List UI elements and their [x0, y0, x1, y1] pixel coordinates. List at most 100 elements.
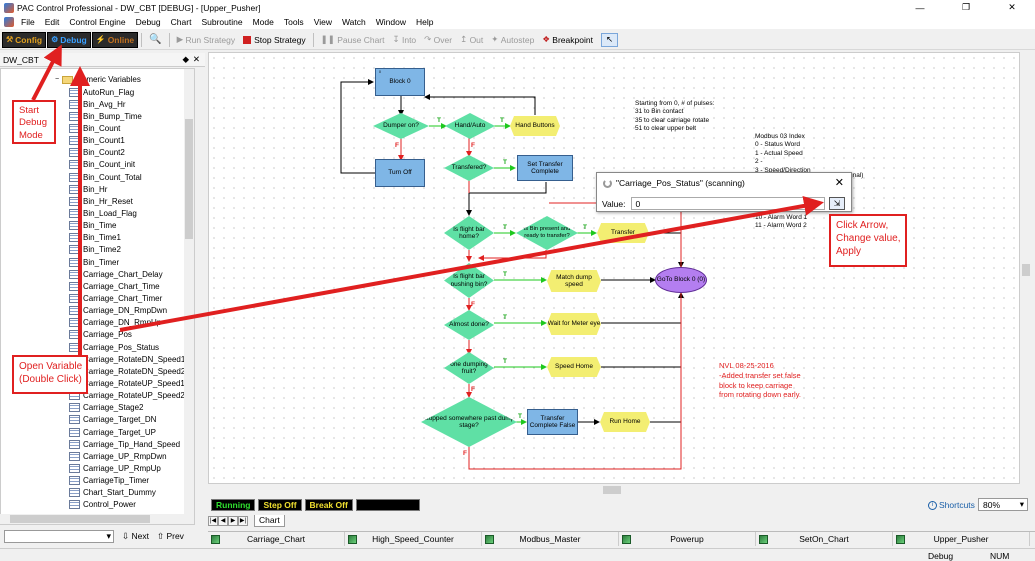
- next-tab-icon[interactable]: ▶: [228, 515, 238, 526]
- config-mode-button[interactable]: ⚒Config: [2, 31, 47, 48]
- transfer-block[interactable]: Transfer: [597, 223, 649, 243]
- tree-item[interactable]: Carriage_Chart_Delay: [69, 268, 185, 280]
- prev-tab-icon[interactable]: ◀: [218, 515, 228, 526]
- tree-item[interactable]: Bin_Hr_Reset: [69, 195, 185, 207]
- run-home-block[interactable]: Run Home: [600, 412, 650, 432]
- tree-item[interactable]: Carriage_Chart_Time: [69, 280, 185, 292]
- tree-item[interactable]: Bin_Time2: [69, 244, 185, 256]
- tree-item[interactable]: Control_Power: [69, 499, 185, 511]
- tree-item[interactable]: Carriage_DN_RmpDwn: [69, 305, 185, 317]
- menu-tools[interactable]: Tools: [283, 17, 304, 27]
- hand-buttons-block[interactable]: Hand Buttons: [510, 116, 560, 136]
- step-into-button[interactable]: ↧ Into: [389, 32, 421, 48]
- chart-tab-upper-pusher[interactable]: Upper_Pusher: [893, 532, 1030, 546]
- tree-item[interactable]: Chart_Start_Dummy: [69, 487, 185, 499]
- tree-item[interactable]: AutoRun_Flag: [69, 86, 185, 98]
- run-strategy-button[interactable]: ▶ Run Strategy: [173, 32, 240, 48]
- prev-button[interactable]: ⇧ Prev: [156, 530, 184, 541]
- tree-item[interactable]: Carriage_UP_RmpUp: [69, 462, 185, 474]
- menu-chart[interactable]: Chart: [170, 17, 192, 27]
- tree-item[interactable]: Carriage_Chart_Timer: [69, 292, 185, 304]
- breakpoint-button[interactable]: ❖ Breakpoint: [538, 32, 597, 48]
- restore-icon[interactable]: ❐: [961, 2, 971, 12]
- speed-home-block[interactable]: Speed Home: [547, 357, 601, 377]
- debug-mode-button[interactable]: ⚙Debug: [47, 31, 91, 48]
- tree-item[interactable]: CarriageTip_Timer: [69, 475, 185, 487]
- tree-vertical-scrollbar[interactable]: [184, 69, 194, 524]
- tree-item[interactable]: Carriage_Pos: [69, 329, 185, 341]
- chart-tab-seton-chart[interactable]: SetOn_Chart: [756, 532, 893, 546]
- next-button[interactable]: ⇩ Next: [122, 530, 149, 541]
- tree-item[interactable]: Carriage_Target_UP: [69, 426, 185, 438]
- scroll-thumb[interactable]: [1022, 264, 1030, 276]
- chart-tab-high-speed-counter[interactable]: High_Speed_Counter: [345, 532, 482, 546]
- match-dump-speed-block[interactable]: Match dump speed: [547, 270, 601, 292]
- autostep-button[interactable]: ✦ Autostep: [487, 32, 538, 48]
- first-tab-icon[interactable]: |◀: [208, 515, 218, 526]
- last-tab-icon[interactable]: ▶|: [238, 515, 248, 526]
- scroll-thumb[interactable]: [603, 486, 621, 494]
- canvas-horizontal-scrollbar[interactable]: [208, 484, 1020, 496]
- wait-meter-eye-block[interactable]: Wait for Meter eye: [547, 313, 601, 335]
- value-field[interactable]: 0: [631, 197, 826, 210]
- menu-debug[interactable]: Debug: [135, 17, 161, 27]
- tab-chart[interactable]: Chart: [254, 514, 285, 527]
- mdi-system-icon[interactable]: [4, 17, 14, 27]
- tree-item[interactable]: Bin_Count2: [69, 147, 185, 159]
- apply-arrow-icon[interactable]: ⇲: [829, 197, 845, 210]
- set-transfer-complete-block[interactable]: Set Transfer Complete: [517, 155, 573, 181]
- menu-control-engine[interactable]: Control Engine: [69, 17, 126, 27]
- menu-help[interactable]: Help: [415, 17, 434, 27]
- pause-chart-button[interactable]: ❚❚ Pause Chart: [317, 32, 389, 48]
- menu-window[interactable]: Window: [375, 17, 406, 27]
- transfer-complete-false-block[interactable]: Transfer Complete False: [527, 409, 578, 435]
- scroll-thumb[interactable]: [10, 515, 150, 523]
- tree-item[interactable]: Bin_Count1: [69, 135, 185, 147]
- tree-item[interactable]: Bin_Avg_Hr: [69, 98, 185, 110]
- stop-strategy-button[interactable]: Stop Strategy: [239, 32, 310, 48]
- online-mode-button[interactable]: ⚡Online: [91, 31, 139, 48]
- chart-tab-carriage-chart[interactable]: Carriage_Chart: [208, 532, 345, 546]
- turn-off-block[interactable]: Turn Off: [375, 159, 425, 187]
- tree-item[interactable]: Carriage_Stage2: [69, 402, 185, 414]
- find-dropdown[interactable]: [4, 529, 114, 543]
- menu-file[interactable]: File: [21, 17, 35, 27]
- tree-folder-numeric-variables[interactable]: − Numeric Variables: [55, 75, 141, 84]
- menu-view[interactable]: View: [313, 17, 332, 27]
- binoculars-icon[interactable]: 🔍: [149, 34, 162, 45]
- zoom-select[interactable]: 80%: [978, 498, 1028, 511]
- tree-item[interactable]: Bin_Count: [69, 122, 185, 134]
- scroll-thumb[interactable]: [185, 119, 193, 239]
- tree-item[interactable]: Carriage_Tip_Hand_Speed: [69, 438, 185, 450]
- tree-item[interactable]: Bin_Time1: [69, 232, 185, 244]
- menu-watch[interactable]: Watch: [341, 17, 366, 27]
- tree-item[interactable]: Bin_Count_init: [69, 159, 185, 171]
- tree-item[interactable]: Carriage_Pos_Status: [69, 341, 185, 353]
- tree-item[interactable]: Carriage_Target_DN: [69, 414, 185, 426]
- chart-tab-modbus-master[interactable]: Modbus_Master: [482, 532, 619, 546]
- close-icon[interactable]: ✕: [1008, 2, 1016, 12]
- tree-item[interactable]: Bin_Timer: [69, 256, 185, 268]
- menu-subroutine[interactable]: Subroutine: [201, 17, 243, 27]
- tree-item[interactable]: Bin_Bump_Time: [69, 110, 185, 122]
- goto-block-0-continue[interactable]: GoTo Block 0 (0): [655, 267, 707, 293]
- tree-item[interactable]: Bin_Time: [69, 220, 185, 232]
- collapse-icon[interactable]: −: [55, 76, 60, 83]
- minimize-icon[interactable]: —: [915, 2, 925, 13]
- tree-item[interactable]: Bin_Count_Total: [69, 171, 185, 183]
- tree-item[interactable]: Carriage_DN_RmpUp: [69, 317, 185, 329]
- dialog-close-icon[interactable]: ✕: [834, 177, 844, 189]
- tree-item[interactable]: Bin_Load_Flag: [69, 207, 185, 219]
- step-out-button[interactable]: ↥ Out: [456, 32, 487, 48]
- step-over-button[interactable]: ↷ Over: [420, 32, 456, 48]
- tree-item[interactable]: Carriage_UP_RmpDwn: [69, 450, 185, 462]
- tree-horizontal-scrollbar[interactable]: [0, 514, 194, 524]
- pointer-tool-icon[interactable]: ↖: [600, 32, 619, 47]
- menu-edit[interactable]: Edit: [44, 17, 60, 27]
- pin-icon[interactable]: ◆: [182, 54, 189, 64]
- chart-tab-powerup[interactable]: Powerup: [619, 532, 756, 546]
- tree-item[interactable]: Bin_Hr: [69, 183, 185, 195]
- panel-close-icon[interactable]: ✕: [192, 54, 200, 64]
